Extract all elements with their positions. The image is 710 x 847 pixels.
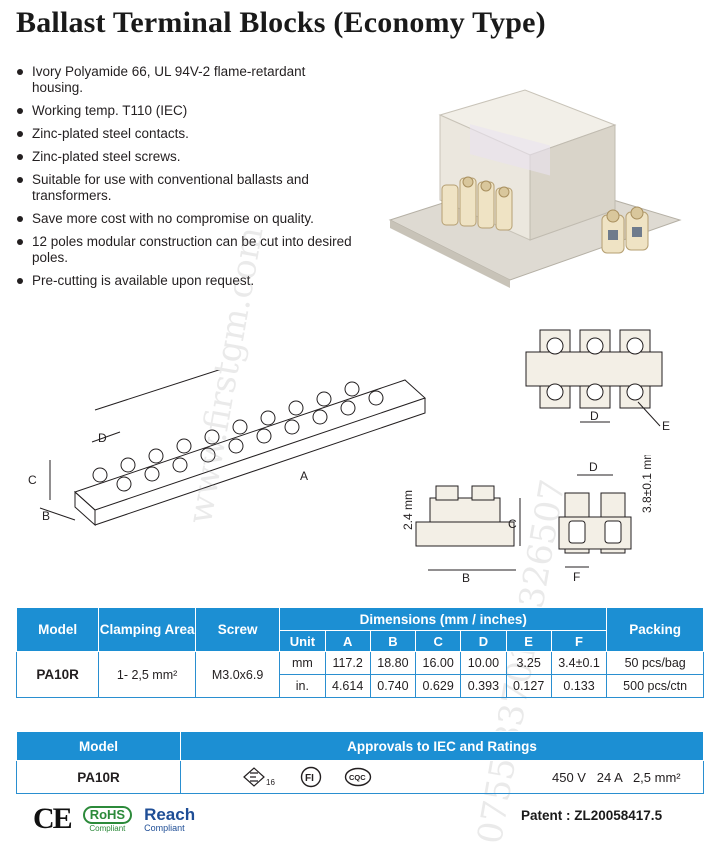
header-dimensions: Dimensions (mm / inches): [279, 607, 608, 631]
reach-sub-label: Compliant: [144, 822, 185, 833]
patent-number: Patent : ZL20058417.5: [521, 808, 663, 823]
product-photo: [388, 89, 682, 288]
header-c: C: [415, 630, 462, 652]
screw-cell: M3.0x6.9: [194, 651, 281, 698]
dim-label-b-side: B: [462, 571, 470, 585]
header-f: F: [550, 630, 608, 652]
header-packing: Packing: [606, 607, 704, 652]
dim-label-24mm: 2.4 mm: [401, 490, 415, 530]
page-title: Ballast Terminal Blocks (Economy Type): [16, 6, 546, 39]
svg-text:16: 16: [266, 778, 275, 787]
e-cell: 3.25: [505, 651, 552, 675]
approvals-cell: 16 FI CQC 450 V 24 A 2,5 mm²: [180, 760, 704, 794]
feature-item: Save more cost with no compromise on qua…: [16, 211, 356, 227]
a-cell: 117.2: [324, 651, 371, 675]
approvals-table: Model Approvals to IEC and Ratings PA10R…: [16, 731, 704, 794]
ce-mark-icon: CE: [33, 802, 73, 835]
c-cell: 16.00: [415, 651, 462, 675]
side-view-drawing: B C 2.4 mm: [401, 485, 521, 585]
dim-label-f: F: [573, 570, 580, 584]
dim-label-38mm: 3.8±0.1 mm: [640, 455, 654, 513]
dim-label-c-side: C: [508, 517, 517, 531]
packing-cell: 500 pcs/ctn: [606, 674, 704, 698]
cqc-mark-icon: CQC: [344, 767, 372, 787]
feature-item: Pre-cutting is available upon request.: [16, 273, 356, 289]
front-view-drawing: D F 3.8±0.1 mm: [558, 455, 654, 584]
dim-label-c: C: [28, 473, 37, 487]
d-cell: 0.393: [460, 674, 507, 698]
enec-mark-icon: 16: [243, 767, 275, 787]
table-row: PA10R 16 FI CQC: [16, 760, 704, 794]
header-model: Model: [15, 607, 100, 652]
unit-cell: in.: [279, 674, 326, 698]
b-cell: 0.740: [369, 674, 417, 698]
strip-drawing: A B C D: [28, 370, 426, 527]
top-view-drawing: D E: [525, 329, 670, 432]
rohs-mark-icon: RoHS Compliant: [82, 805, 133, 833]
f-cell: 0.133: [550, 674, 608, 698]
reach-mark-icon: Reach Compliant: [144, 806, 195, 833]
compliance-marks: CE RoHS Compliant Reach Compliant: [33, 802, 195, 836]
header-approvals: Approvals to IEC and Ratings: [180, 731, 704, 761]
a-cell: 4.614: [324, 674, 371, 698]
e-cell: 0.127: [505, 674, 552, 698]
svg-text:FI: FI: [305, 773, 314, 784]
header-clamping-area: Clamping Area: [98, 607, 196, 652]
table-row: in. 4.614 0.740 0.629 0.393 0.127 0.133 …: [17, 674, 704, 698]
feature-item: Zinc-plated steel screws.: [16, 149, 356, 165]
fi-mark-icon: FI: [300, 766, 322, 788]
b-cell: 18.80: [369, 651, 417, 675]
dim-label-d: D: [98, 431, 107, 445]
header-e: E: [505, 630, 552, 652]
rohs-label: RoHS: [82, 805, 133, 824]
header-d: D: [460, 630, 507, 652]
dim-label-e: E: [662, 419, 670, 432]
f-cell: 3.4±0.1: [550, 651, 608, 675]
header-model: Model: [16, 731, 181, 761]
clamping-area-cell: 1- 2,5 mm²: [98, 651, 196, 698]
dim-label-d-top: D: [590, 409, 599, 423]
feature-item: Zinc-plated steel contacts.: [16, 126, 356, 142]
ratings-text: 450 V 24 A 2,5 mm²: [552, 769, 681, 785]
model-cell: PA10R: [16, 760, 181, 794]
header-unit: Unit: [279, 630, 326, 652]
table-row: PA10R 1- 2,5 mm² M3.0x6.9 mm 117.2 18.80…: [15, 651, 704, 698]
reach-label: Reach: [144, 804, 196, 824]
dim-label-d-front: D: [589, 460, 598, 474]
dimensions-table: Model Clamping Area Screw Dimensions (mm…: [15, 607, 704, 698]
feature-item: Ivory Polyamide 66, UL 94V-2 flame-retar…: [16, 64, 356, 96]
header-b: B: [369, 630, 417, 652]
dim-label-a: A: [300, 469, 308, 483]
feature-item: Working temp. T110 (IEC): [16, 103, 356, 119]
header-a: A: [324, 630, 371, 652]
feature-list: Ivory Polyamide 66, UL 94V-2 flame-retar…: [16, 64, 356, 296]
header-screw: Screw: [194, 607, 281, 652]
dim-label-b: B: [42, 509, 50, 523]
model-cell: PA10R: [15, 651, 100, 698]
unit-cell: mm: [279, 651, 326, 675]
feature-item: Suitable for use with conventional balla…: [16, 172, 356, 204]
svg-text:CQC: CQC: [349, 773, 366, 782]
d-cell: 10.00: [460, 651, 507, 675]
rohs-sub-label: Compliant: [89, 823, 126, 833]
packing-cell: 50 pcs/bag: [606, 651, 704, 675]
feature-item: 12 poles modular construction can be cut…: [16, 234, 356, 266]
c-cell: 0.629: [415, 674, 462, 698]
